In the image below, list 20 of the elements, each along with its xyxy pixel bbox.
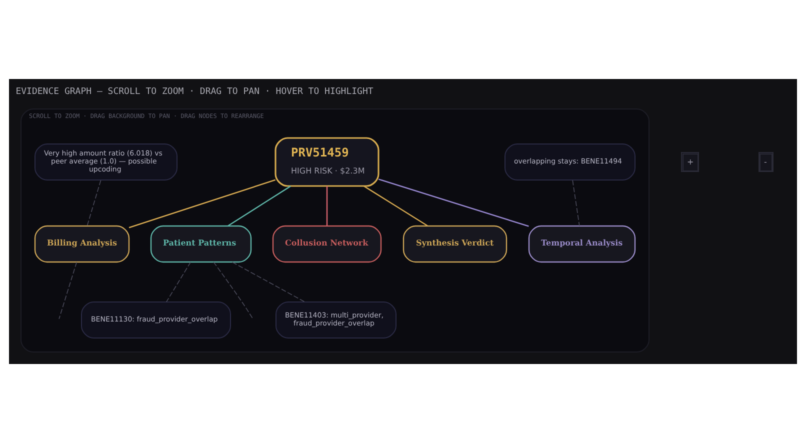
node-box: Billing Analysis <box>34 224 130 262</box>
connector <box>572 179 580 226</box>
node-box: PRV51459 HIGH RISK · $2.3M <box>274 136 380 186</box>
diagram-title: EVIDENCE GRAPH — SCROLL TO ZOOM · DRAG TO PAN · HOVER TO HIGHLIGHT <box>16 86 374 97</box>
connector <box>213 261 254 319</box>
connector <box>228 185 291 226</box>
label: - <box>764 156 767 166</box>
connector <box>364 185 428 226</box>
connector <box>166 261 191 302</box>
connector <box>326 186 328 226</box>
node-box: Temporal Analysis <box>528 224 636 262</box>
node-box: Synthesis Verdict <box>402 224 508 262</box>
connector <box>378 178 529 226</box>
node-box: Patient Patterns <box>150 224 252 262</box>
connector <box>128 178 276 228</box>
node-box: Collusion Network <box>272 224 382 262</box>
label: + <box>687 156 694 166</box>
connector <box>58 261 78 319</box>
connector <box>232 261 306 302</box>
connector <box>86 179 102 226</box>
